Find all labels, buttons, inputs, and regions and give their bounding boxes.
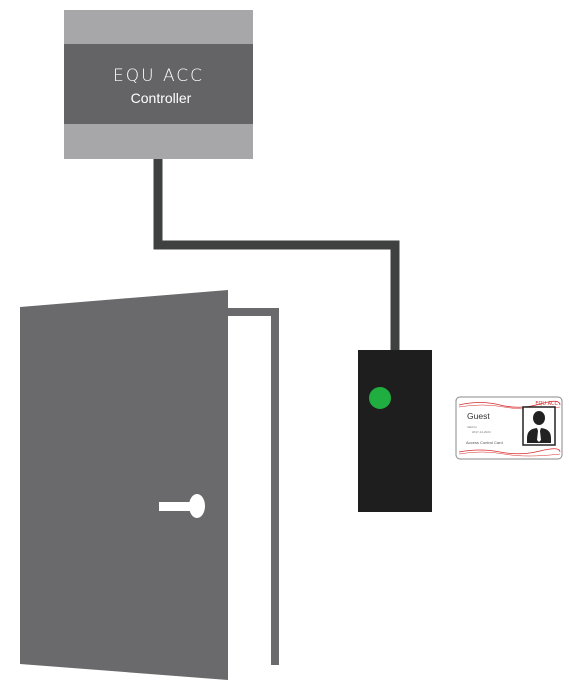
door: [20, 290, 228, 680]
card-footer: Access Control Card: [466, 440, 503, 445]
controller-bottom-band: [64, 124, 253, 159]
card-reader: [358, 350, 432, 512]
person-silhouette-icon: [523, 407, 555, 445]
controller-top-band: [64, 10, 253, 44]
access-card: EQU ACC Guest Valid to 2017-12-2024 Acce…: [456, 397, 562, 459]
door-frame: [228, 312, 275, 665]
controller-brand-text: EQU ACC: [113, 66, 204, 86]
reader-status-light: [369, 387, 391, 409]
card-detail-line2: 2017-12-2024: [472, 430, 491, 434]
controller-box: EQU ACC Controller: [64, 10, 253, 159]
card-detail-line1: Valid to: [467, 425, 477, 429]
controller-label: Controller: [131, 90, 192, 106]
card-brand: EQU ACC: [535, 401, 558, 407]
card-name: Guest: [467, 411, 490, 421]
